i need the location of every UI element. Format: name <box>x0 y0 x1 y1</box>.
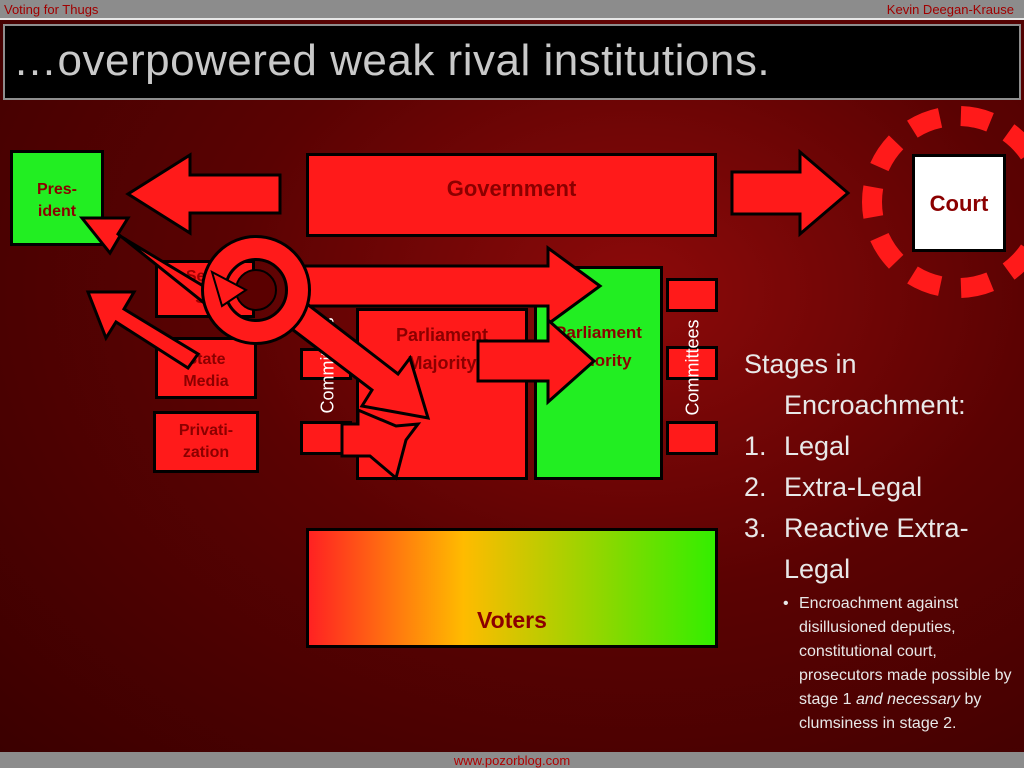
court-label: Court <box>929 191 989 216</box>
state-media-label-1: State <box>186 351 226 368</box>
president-box: Pres- ident <box>10 150 104 246</box>
security-label-2: Se <box>195 290 215 307</box>
parliament-majority-label-1: Parliament <box>395 325 489 345</box>
stages-heading: Stages in Encroachment: <box>744 344 1014 426</box>
parliament-minority-label-2: Minority <box>565 351 632 370</box>
stage-num-1: 1. <box>744 431 767 461</box>
committee-left-box-2 <box>300 421 352 455</box>
stage-text-2: Extra-Legal <box>784 472 923 502</box>
president-label-2: ident <box>37 203 77 220</box>
committees-right-label: Committees <box>682 319 703 416</box>
stage-text-3a: Reactive Extra- <box>784 513 969 543</box>
stage-item-3: 3. Reactive Extra- Legal <box>744 508 1014 590</box>
stage-note: • Encroachment against disillusioned dep… <box>783 592 1014 736</box>
footer-url[interactable]: www.pozorblog.com <box>453 753 571 768</box>
security-label-1: Secu <box>185 268 225 285</box>
arrow-to-court <box>730 148 851 238</box>
parliament-minority-box: Parliament Minority <box>534 266 663 480</box>
stage-text-1: Legal <box>784 431 851 461</box>
committee-right-box-3 <box>666 421 718 455</box>
stage-num-3: 3. <box>744 513 767 543</box>
committee-right-box-1 <box>666 278 718 312</box>
stage-text-3b: Legal <box>784 554 851 584</box>
state-media-box: State Media <box>155 337 257 399</box>
parliament-majority-box: Parliament Majority <box>356 308 528 480</box>
voters-label: Voters <box>477 607 547 633</box>
note-emphasis: and necessary <box>855 691 960 708</box>
privatization-label-1: Privati- <box>178 422 234 439</box>
slide-title: …overpowered weak rival institutions. <box>13 36 771 85</box>
privatization-box: Privati- zation <box>153 411 259 473</box>
government-box: Government <box>306 153 717 237</box>
president-label-1: Pres- <box>36 181 78 198</box>
header-author: Kevin Deegan-Krause <box>886 2 1014 17</box>
state-media-label-2: Media <box>183 373 229 390</box>
stages-heading-line1: Stages in <box>744 349 857 379</box>
arrow-to-president <box>125 152 282 236</box>
court-box: Court <box>912 154 1006 252</box>
footer-bar: www.pozorblog.com <box>0 752 1024 768</box>
security-box: Secu Se <box>155 260 255 318</box>
note-suffix: by clumsiness in stage 2. <box>799 691 982 732</box>
stage-item-2: 2. Extra-Legal <box>744 467 1014 508</box>
stages-panel: Stages in Encroachment: 1. Legal 2. Extr… <box>744 344 1014 736</box>
committees-left-label: Committees <box>317 317 338 414</box>
court-dashed-ring <box>862 106 1024 298</box>
header-bar: Voting for Thugs Kevin Deegan-Krause <box>0 0 1024 20</box>
header-left-text: Voting for Thugs <box>4 2 99 17</box>
voters-box: Voters <box>306 528 718 648</box>
committee-right-box-2 <box>666 346 718 380</box>
stage-num-2: 2. <box>744 472 767 502</box>
stage-item-1: 1. Legal <box>744 426 1014 467</box>
stages-heading-line2: Encroachment: <box>784 390 966 420</box>
title-bar: …overpowered weak rival institutions. <box>3 24 1021 100</box>
parliament-minority-label-1: Parliament <box>555 323 642 342</box>
government-label: Government <box>446 176 577 201</box>
stages-list: 1. Legal 2. Extra-Legal 3. Reactive Extr… <box>744 426 1014 590</box>
privatization-label-2: zation <box>182 444 230 461</box>
note-prefix: Encroachment against disillusioned deput… <box>799 595 1012 708</box>
bullet-icon: • <box>783 595 789 612</box>
parliament-majority-label-2: Majority <box>407 353 477 373</box>
